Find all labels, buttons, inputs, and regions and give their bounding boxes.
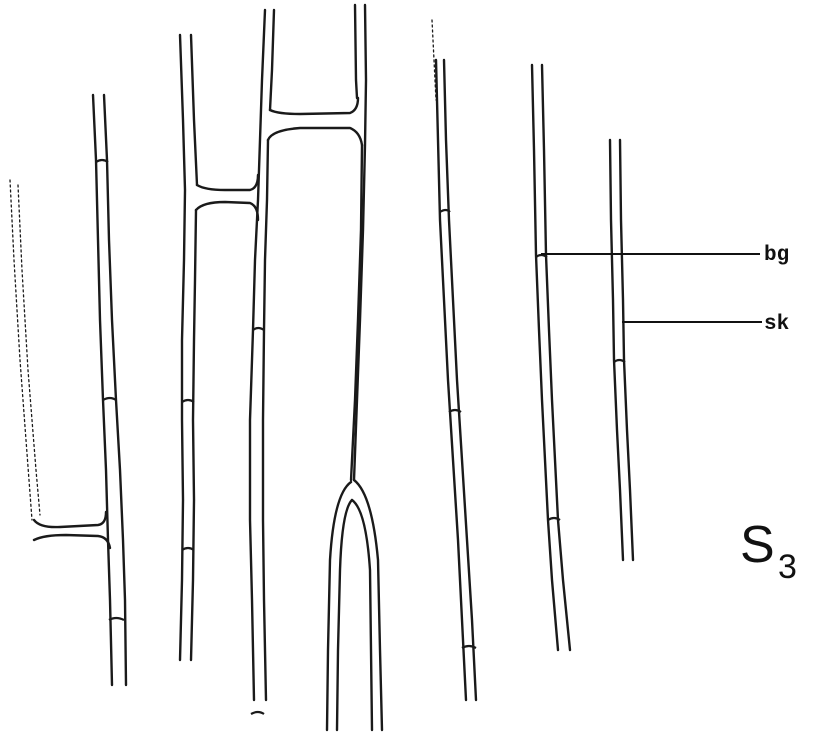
panel-letter: S [740,516,775,574]
septum [109,618,124,620]
septum [462,646,476,648]
septum [253,328,264,330]
septum [182,400,194,402]
hypha-1-left-branch [10,180,110,548]
hypha-3 [180,35,258,660]
septum [182,548,194,550]
septum-bg [536,255,547,257]
label-bg: bg [764,244,789,267]
hypha-6 [432,20,476,700]
septum [548,518,560,520]
septum [103,398,116,400]
septum [440,210,450,212]
septum [251,712,264,714]
septum [449,410,461,412]
hypha-8 [610,140,633,560]
hypha-4 [250,10,362,714]
panel-number: 3 [778,548,797,586]
label-sk: sk [764,313,789,336]
hypha-7 [532,65,570,650]
hypha-2 [93,95,126,685]
septum [614,360,625,362]
septum [96,160,108,162]
